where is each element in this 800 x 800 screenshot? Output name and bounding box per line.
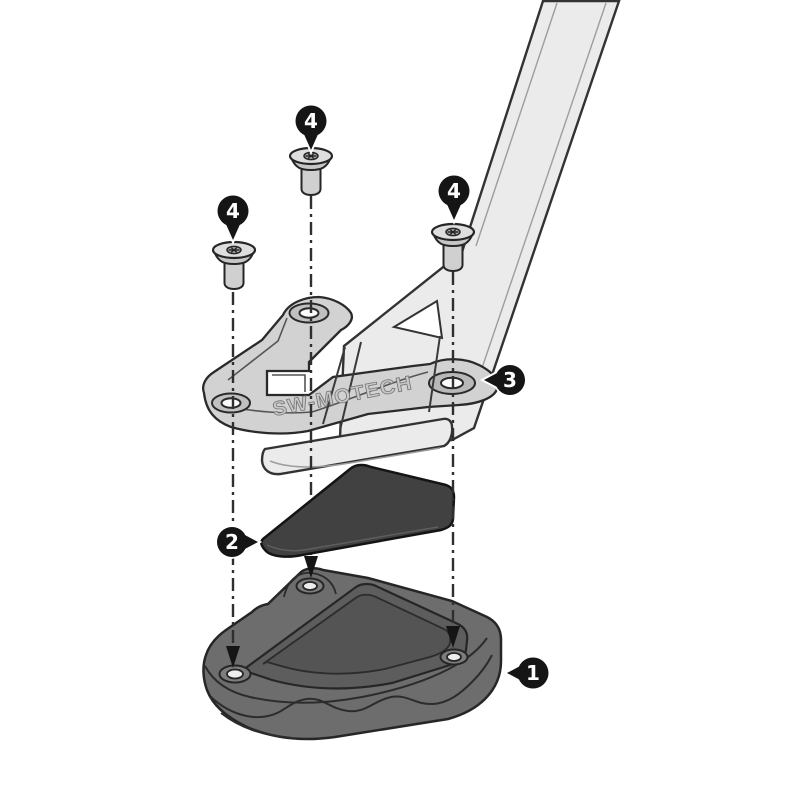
callout-4-middle: 4 [293, 103, 329, 155]
kickstand-brace-cutout [391, 299, 444, 340]
kickstand-foot [260, 417, 454, 476]
leg-edge-line-a [322, 346, 346, 425]
callout-circle-fill [295, 105, 327, 137]
base-bottom-inner-line [220, 712, 293, 739]
callout-tail-fill [446, 202, 462, 220]
wedge-shim [260, 463, 456, 558]
callout-1: 1 [502, 655, 551, 691]
kickstand-leg [260, 0, 621, 476]
callout-circle-fill [517, 657, 549, 689]
base-pocket-floor [262, 593, 452, 675]
callout-tail-fill [303, 132, 319, 150]
alignment-lines [231, 196, 313, 648]
callout-4-right: 4 [436, 173, 472, 225]
callout-number: 4 [226, 199, 240, 223]
leg-edge-line-b [339, 341, 362, 431]
base-hole-left [226, 668, 244, 680]
callout-4-left: 4 [215, 193, 251, 245]
foot-enlarger-base [202, 567, 503, 741]
screw-left [211, 240, 257, 291]
callout-number: 3 [503, 368, 517, 392]
screw-right [430, 222, 476, 273]
wedge-edge-line [266, 526, 439, 552]
insert-arrow-right [446, 626, 460, 648]
callout-number: 2 [225, 530, 239, 554]
screw-shank [223, 261, 245, 291]
base-tread-wave-line [210, 654, 493, 719]
callout-circle-fill [217, 527, 247, 557]
wedge-body [260, 463, 456, 558]
base-hole-top [302, 581, 318, 591]
torx-star-lines [228, 247, 240, 253]
bracket-notch-wall-line [272, 374, 306, 392]
insert-arrow-left [226, 646, 240, 668]
torx-star-lines [305, 153, 317, 159]
callout-tail-fill [225, 222, 241, 240]
callout-circle-fill [438, 175, 470, 207]
bracket-hole-left [220, 397, 242, 409]
screw-shank [300, 167, 322, 197]
leg-edge-overlay-lines [322, 335, 441, 431]
kickstand-leg-highlight-line-1 [475, 2, 558, 247]
callout-tail-fill [243, 534, 258, 550]
insert-arrow-middle [304, 556, 318, 578]
base-hole-right [446, 652, 462, 662]
callout-circle-fill [217, 195, 249, 227]
screw-shank [442, 243, 464, 273]
callout-tail-fill [484, 372, 499, 388]
callout-2: 2 [215, 525, 263, 559]
leg-edge-line-c [428, 335, 441, 413]
kickstand-leg-highlight-line-2 [481, 2, 607, 369]
bracket-hole-top [298, 307, 320, 319]
callout-circle-fill [495, 365, 525, 395]
callout-number: 4 [447, 179, 461, 203]
torx-star-lines [447, 229, 459, 235]
bracket-arm-fold-line [227, 317, 288, 381]
callout-3: 3 [479, 363, 527, 397]
callout-number: 1 [526, 661, 540, 685]
callout-number: 4 [304, 109, 318, 133]
screw-middle [288, 146, 334, 197]
bracket-plate [202, 295, 499, 435]
